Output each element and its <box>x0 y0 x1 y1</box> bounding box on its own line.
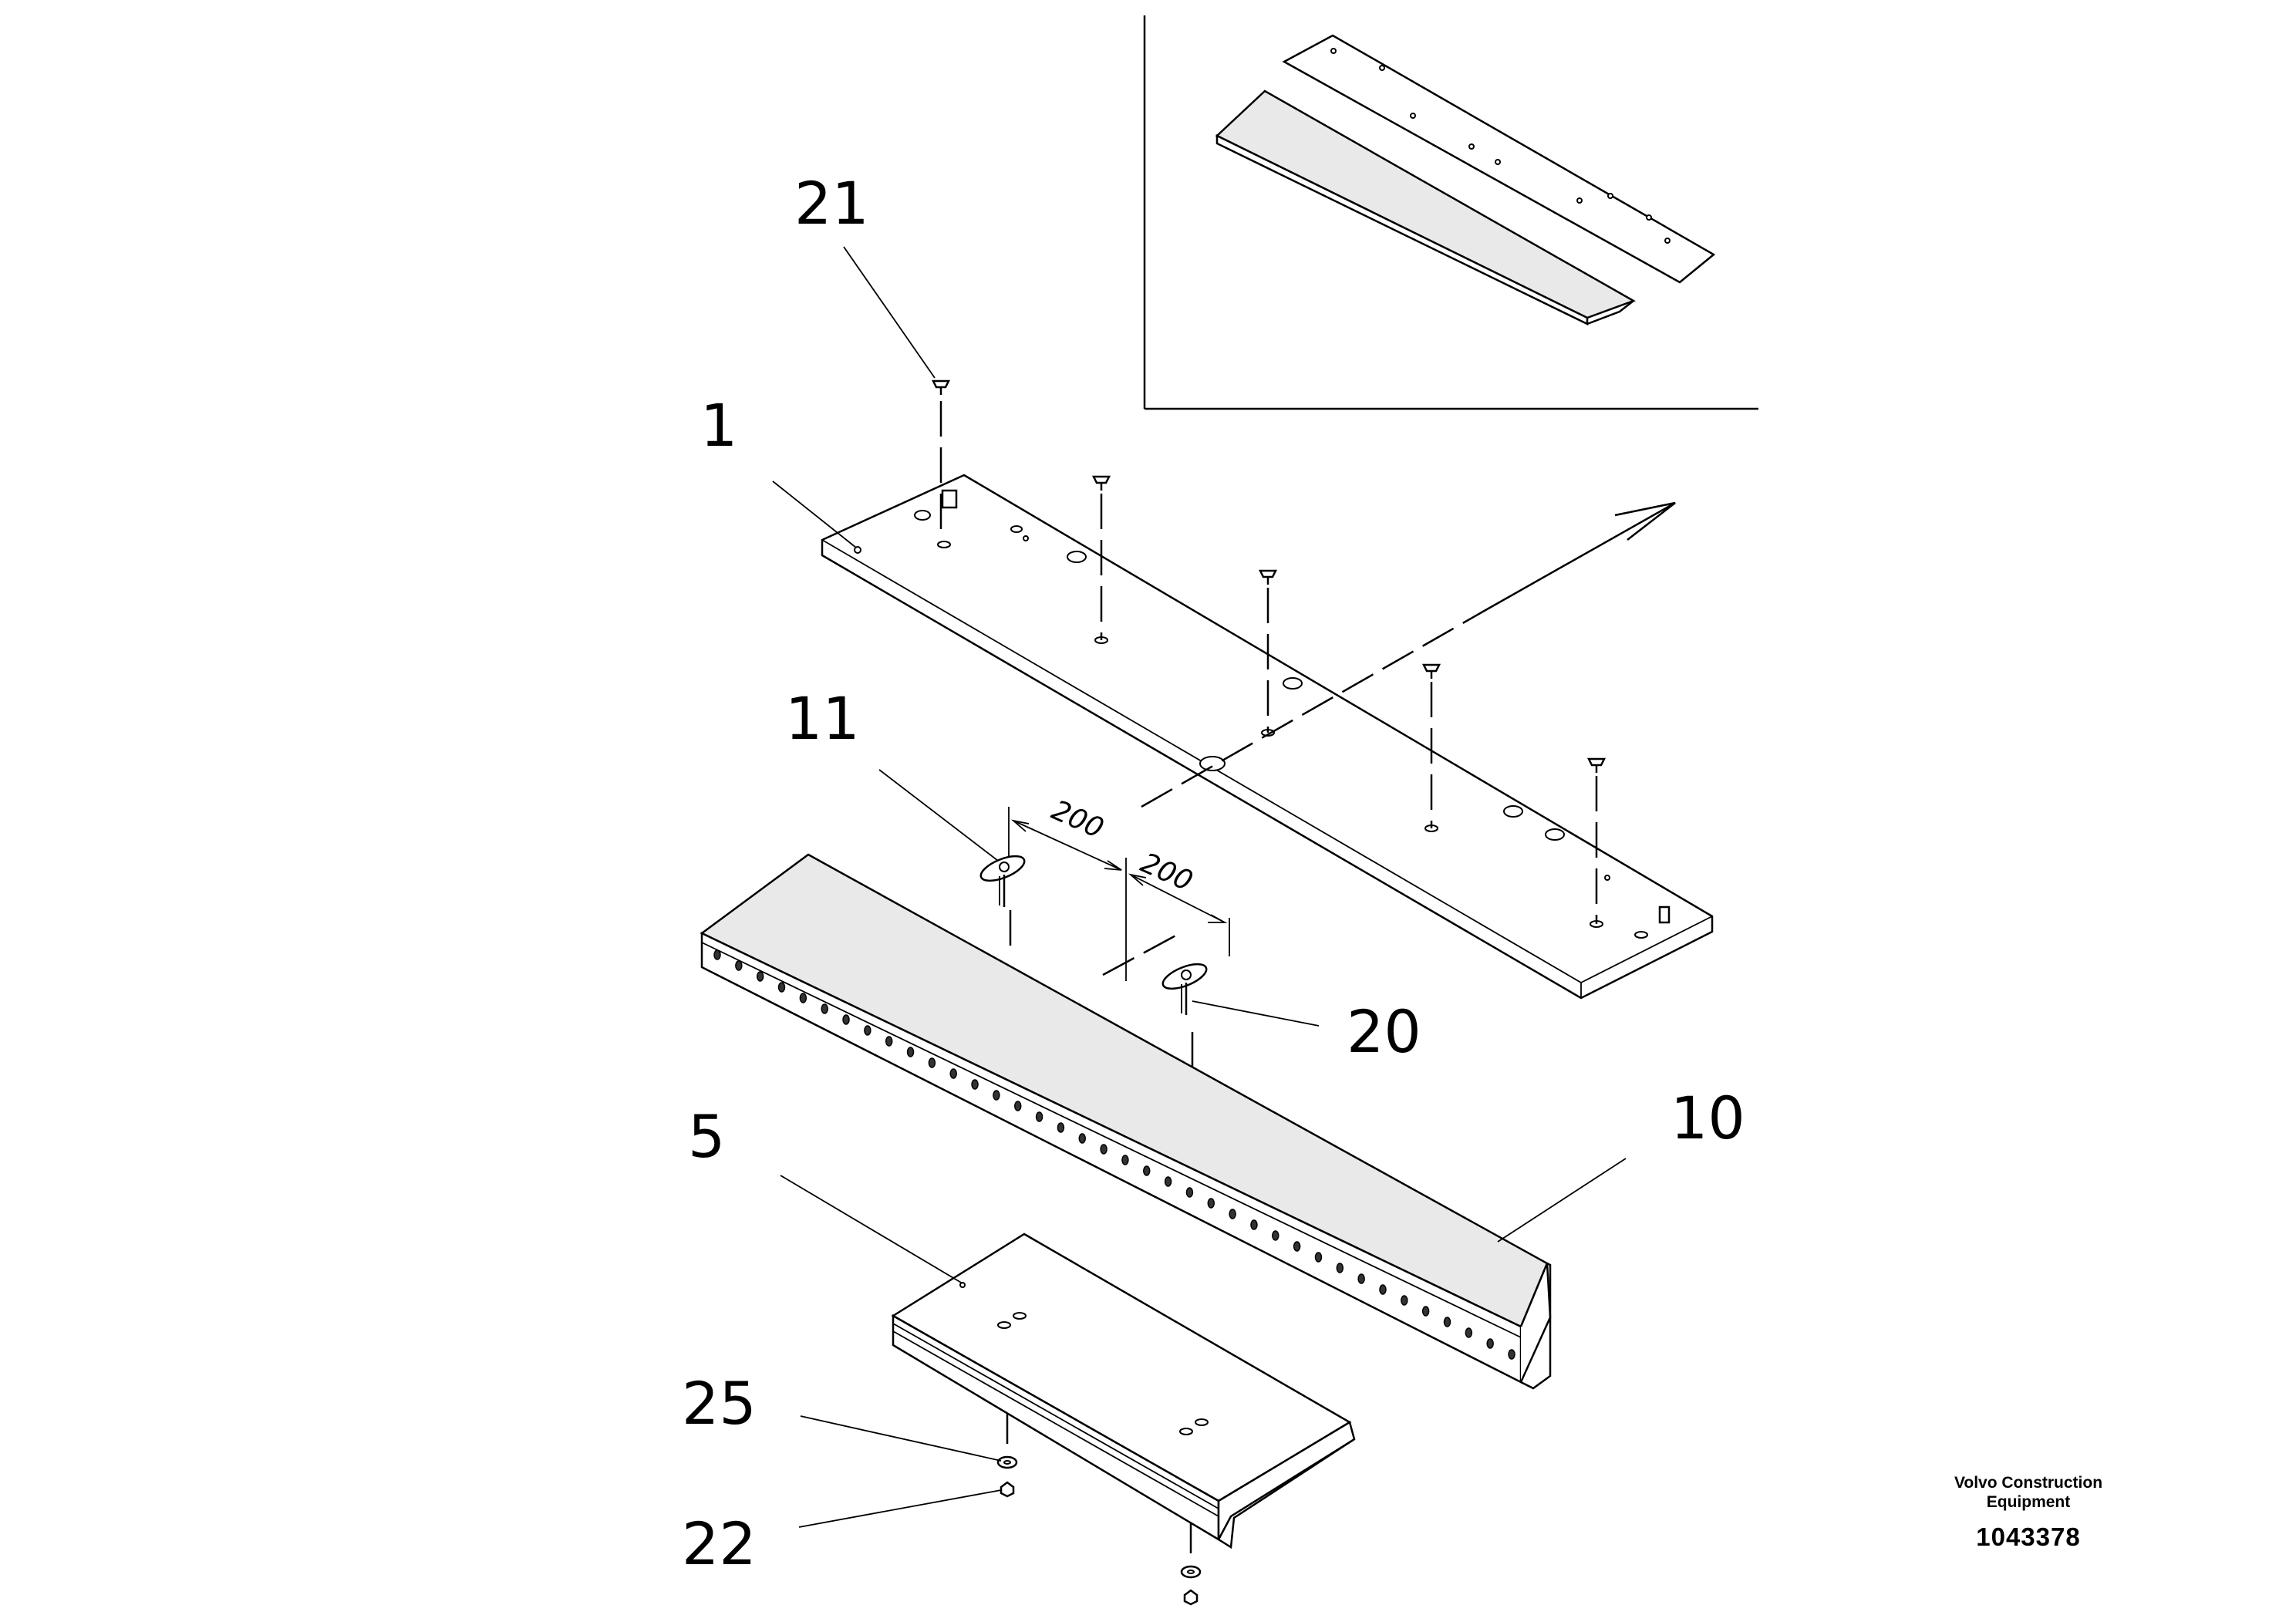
bottom-channel <box>891 1233 1356 1549</box>
tread-drain-hole <box>1250 1219 1258 1230</box>
tread-drain-hole <box>1207 1198 1215 1209</box>
callout-1: 1 <box>700 391 737 460</box>
tread-drain-hole <box>1401 1295 1408 1306</box>
tread-drain-hole <box>1035 1111 1043 1122</box>
dim-label-b: 200 <box>1136 847 1197 897</box>
brand-company-line2: Equipment <box>1986 1493 2071 1511</box>
leader-20 <box>1192 1000 1320 1027</box>
screw-a <box>1091 475 1111 491</box>
top-plate-body <box>821 474 1714 1000</box>
bottom-channel-end <box>1217 1421 1356 1540</box>
stud-11 <box>979 855 1026 907</box>
stud-20 <box>1161 963 1208 1015</box>
tread-drain-hole <box>1013 1101 1022 1111</box>
tread-drain-hole <box>949 1068 957 1079</box>
dim-label-a: 200 <box>1047 794 1108 845</box>
leader-22 <box>798 1489 1002 1528</box>
callout-11: 11 <box>785 684 860 753</box>
brand-company-line1: Volvo Construction <box>1954 1474 2103 1492</box>
tread-drain-hole <box>756 971 764 982</box>
tread-drain-hole <box>1314 1252 1323 1263</box>
inset-plate-holes <box>1330 48 1671 244</box>
callout-10: 10 <box>1671 1084 1745 1152</box>
leader-11 <box>878 769 999 862</box>
tread-end-face <box>1519 1263 1552 1383</box>
bottom-channel-slots <box>959 1282 1209 1435</box>
tread-drain-hole <box>1443 1317 1451 1327</box>
assembly-axes <box>939 401 1676 1564</box>
tread-drain-hole <box>906 1047 915 1057</box>
tread-drain-hole <box>735 960 743 971</box>
tread-drain-hole <box>842 1014 850 1025</box>
tread-drain-hole <box>1508 1349 1515 1360</box>
nut-b <box>1183 1589 1199 1606</box>
callout-labels: 21 1 11 20 10 5 25 22 <box>682 169 1745 1578</box>
leader-10 <box>1497 1158 1627 1243</box>
leader-1 <box>772 481 857 548</box>
leader-25 <box>800 1415 1002 1462</box>
tread-drain-hole <box>1272 1230 1279 1241</box>
dimension-lines <box>1008 807 1230 981</box>
tread-grating <box>700 853 1552 1390</box>
callout-22: 22 <box>682 1509 757 1578</box>
tread-drain-hole <box>1185 1187 1194 1198</box>
leader-5 <box>780 1175 963 1284</box>
tread-drain-hole <box>885 1036 893 1047</box>
tread-drain-hole <box>1078 1133 1086 1144</box>
tread-drain-hole <box>777 982 786 993</box>
countersunk-screws <box>931 379 1607 773</box>
leader-21 <box>843 246 936 379</box>
tread-drain-hole <box>864 1025 872 1036</box>
screw-b <box>1258 569 1278 585</box>
tread-drain-hole <box>1293 1241 1301 1252</box>
view-arrow-head <box>1614 501 1676 541</box>
tread-drain-hole <box>1379 1284 1387 1295</box>
screw-d <box>1586 757 1607 773</box>
tread-drain-hole <box>1229 1209 1236 1219</box>
tread-drain-hole <box>928 1057 936 1068</box>
document-number: 1043378 <box>1976 1523 2081 1551</box>
washer-b <box>1180 1565 1202 1579</box>
tread-drain-hole <box>799 993 807 1003</box>
top-plate <box>821 474 1714 1000</box>
top-plate-holes <box>854 510 1671 939</box>
top-plate-tab <box>941 489 958 509</box>
tread-drain-hole <box>993 1090 1000 1101</box>
tread-drain-hole <box>1486 1338 1494 1349</box>
callout-5: 5 <box>688 1102 725 1171</box>
tread-drain-hole <box>821 1003 828 1014</box>
callout-20: 20 <box>1347 997 1421 1066</box>
washer-25 <box>996 1455 1018 1469</box>
screw-21 <box>931 379 951 395</box>
tread-drain-hole <box>971 1079 979 1090</box>
tread-drain-hole <box>1143 1165 1151 1176</box>
brand-block: Volvo Construction Equipment 1043378 <box>1944 1473 2113 1552</box>
screw-c <box>1421 663 1441 679</box>
tread-drain-hole <box>713 949 721 960</box>
tread-drain-hole <box>1421 1306 1430 1317</box>
tread-drain-hole <box>1057 1122 1065 1133</box>
leader-lines <box>772 246 1627 1528</box>
inset-view <box>1143 15 1758 410</box>
tread-side-holes <box>713 949 1515 1360</box>
callout-25: 25 <box>682 1369 757 1438</box>
tread-drain-hole <box>1465 1327 1473 1338</box>
nut-22 <box>1000 1481 1015 1498</box>
tread-drain-hole <box>1357 1273 1365 1284</box>
tread-drain-hole <box>1100 1144 1108 1155</box>
tread-drain-hole <box>1164 1176 1172 1187</box>
tread-drain-hole <box>1336 1263 1344 1273</box>
tread-drain-hole <box>1121 1155 1129 1165</box>
callout-21: 21 <box>794 169 869 238</box>
inset-top-plate <box>1282 34 1716 284</box>
inset-tread-end <box>1586 300 1634 325</box>
tread-surface <box>700 853 1549 1328</box>
